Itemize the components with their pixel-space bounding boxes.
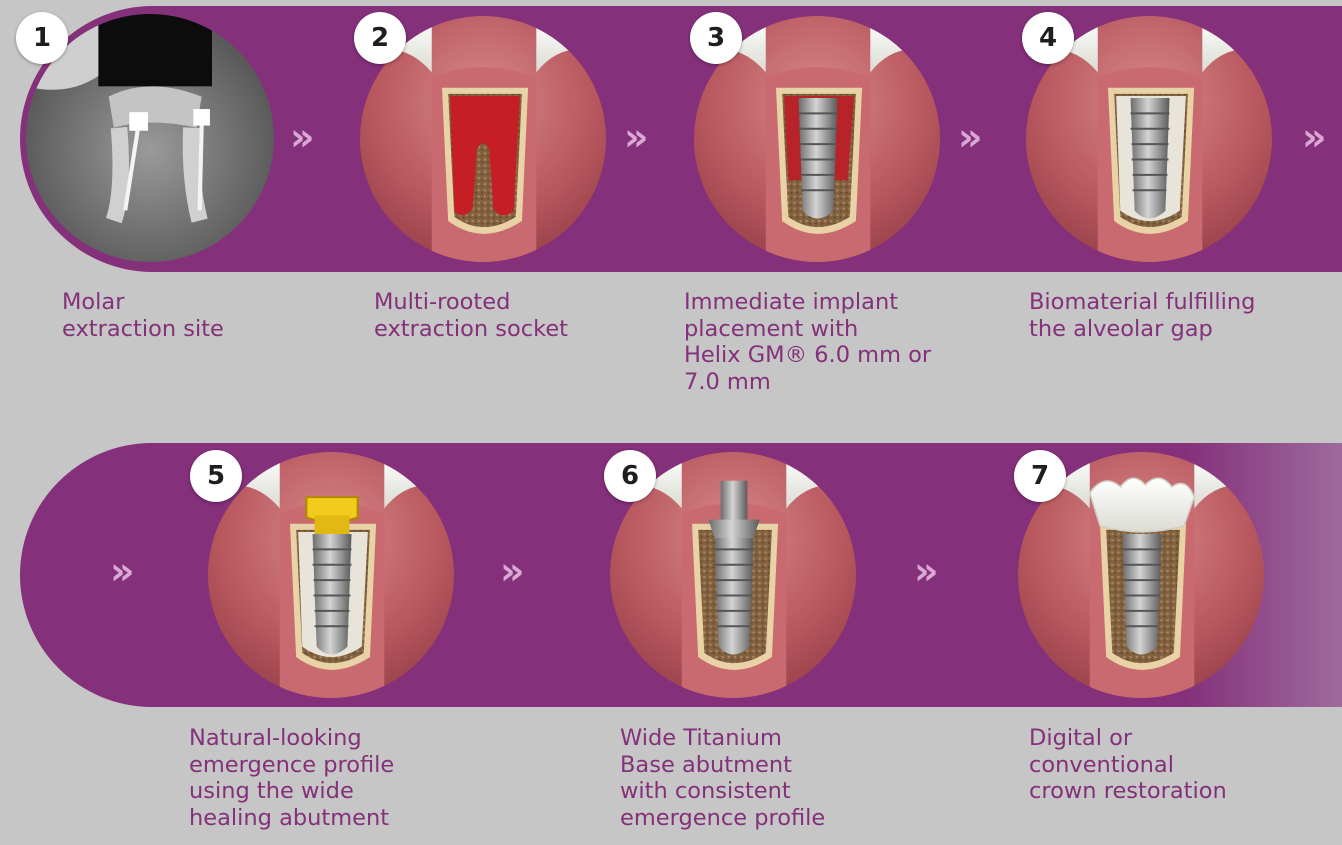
step-4-badge: 4 — [1022, 12, 1074, 64]
step-1-caption: Molar extraction site — [62, 289, 224, 342]
step-7-caption: Digital or conventional crown restoratio… — [1029, 725, 1227, 805]
step-6-caption: Wide Titanium Base abutment with consist… — [620, 725, 825, 831]
step-7-badge: 7 — [1014, 450, 1066, 502]
step-6-badge: 6 — [604, 450, 656, 502]
arrow-5-6: » — [500, 552, 523, 590]
step-5-image — [208, 452, 454, 698]
arrow-1-2: » — [290, 118, 313, 156]
arrow-3-4: » — [958, 118, 981, 156]
step-2-badge: 2 — [354, 12, 406, 64]
step-5-caption: Natural-looking emergence profile using … — [189, 725, 394, 831]
arrow-row2-start: » — [110, 552, 133, 590]
healing-abutment-icon — [208, 452, 454, 698]
arrow-6-7: » — [914, 552, 937, 590]
arrow-2-3: » — [624, 118, 647, 156]
step-5-badge: 5 — [190, 450, 242, 502]
step-1-badge: 1 — [16, 12, 68, 64]
step-4-caption: Biomaterial fulfilling the alveolar gap — [1029, 289, 1255, 342]
step-3-caption: Immediate implant placement with Helix G… — [684, 289, 931, 395]
arrow-4-next: » — [1302, 118, 1325, 156]
step-3-badge: 3 — [690, 12, 742, 64]
step-2-caption: Multi-rooted extraction socket — [374, 289, 568, 342]
